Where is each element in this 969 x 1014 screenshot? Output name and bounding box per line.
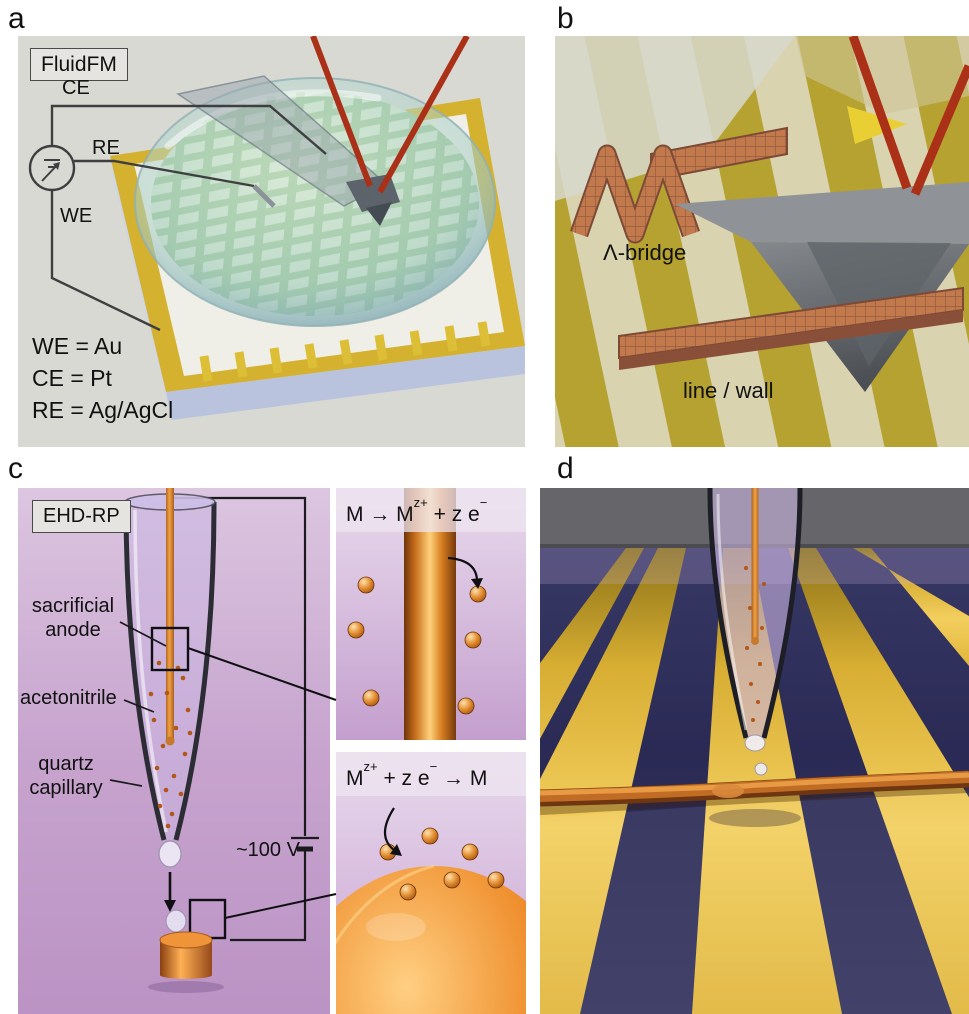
panel-a-illustration [18,36,525,447]
ion-release-arrow [447,556,483,589]
voltage-label: ~100 V [236,839,300,861]
panel-d [540,488,969,1014]
eq-sup: − [429,758,438,774]
sacrificial-anode-label: sacrificial anode [31,595,115,641]
copper-ions [347,576,487,715]
eq-sup: z+ [363,758,378,774]
panel-c: EHD-RP sacrificial anode acetonitrile qu… [18,488,526,1014]
eq-part: M → M [346,503,414,526]
inset-oxidation: M → Mz+ + z e− [336,488,526,740]
printed-line-wall [618,286,964,370]
electrode-legend: WE = Au CE = Pt RE = Ag/AgCl [32,330,173,426]
ejected-droplet [158,840,182,868]
lambda-bridge-label: Λ-bridge [603,240,687,265]
landing-droplet [165,909,187,933]
copper-deposit [148,931,224,993]
panel-a: FluidFM CE RE WE WE = Au CE = Pt RE = Ag… [18,36,525,447]
quartz-capillary-label: quartz capillary [29,753,103,799]
legend-re: RE = Ag/AgCl [32,397,174,423]
printing-nozzle [707,488,803,776]
reference-electrode [252,184,276,208]
eq-part: M [346,767,364,790]
eq-part: + z e [427,503,480,526]
eq-sup: z+ [413,494,428,510]
metal-ions [148,660,193,829]
inset-reduction: Mz+ + z e− → M [336,752,526,1014]
arriving-ions [379,827,505,901]
line-wall-label: line / wall [683,378,774,403]
legend-ce: CE = Pt [32,365,112,391]
reduction-illustration [336,752,526,1014]
leader-lines [109,621,167,787]
printed-copper-line [540,770,969,815]
oxidation-equation: M → Mz+ + z e− [346,494,488,527]
printed-lambda-bridge [570,144,700,244]
panel-b: Λ-bridge line / wall [555,36,969,447]
voltage-circuit [170,496,319,942]
electrode-label-re: RE [92,137,120,159]
oxidation-illustration [336,488,526,740]
ehd-rp-tag: EHD-RP [32,500,131,533]
electrode-label-we: WE [60,205,93,227]
reduction-equation: Mz+ + z e− → M [346,758,488,791]
panel-a-letter: a [8,2,25,35]
panel-b-letter: b [557,2,574,35]
electrode-label-ce: CE [62,77,90,99]
eq-part: + z e [377,767,430,790]
nozzle-meniscus [744,734,766,752]
deposit-dome-closeup [336,866,526,1014]
ehd-rp-illustration [18,488,330,1014]
panel-c-main: EHD-RP sacrificial anode acetonitrile qu… [18,488,330,1014]
acetonitrile-label: acetonitrile [20,687,117,709]
laser-beams [310,36,470,194]
legend-we: WE = Au [32,333,123,359]
falling-droplet [754,762,768,776]
ion-landing-arrow [383,807,402,856]
alignment-marker [847,106,907,144]
down-arrow [164,872,176,912]
sacrificial-anode-wire [165,488,175,746]
panel-b-illustration [555,36,969,447]
nozzle-ions [744,566,766,722]
gold-fingers [199,321,491,382]
panel-d-illustration [540,488,969,1014]
eq-sup: − [479,494,488,510]
fluidfm-tag: FluidFM [30,48,128,81]
eq-part: → M [437,767,488,790]
panel-d-letter: d [557,452,574,485]
potentiostat-icon [41,159,60,182]
wafer-droplet [134,77,496,327]
panel-c-letter: c [8,452,23,485]
